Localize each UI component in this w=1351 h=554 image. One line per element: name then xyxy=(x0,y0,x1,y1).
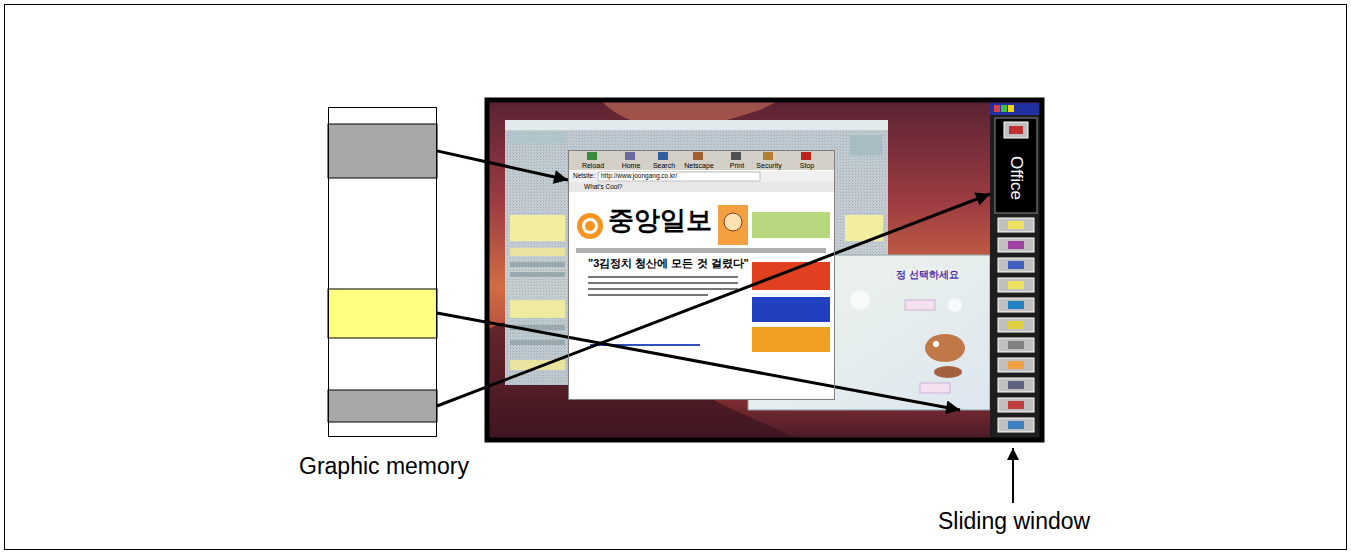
text-slot: 정 선택하세요 xyxy=(895,269,960,281)
sliding-window-bar: Office xyxy=(990,103,1042,440)
toolbar-label: Home xyxy=(621,162,642,169)
graphic-memory: Graphic memory xyxy=(328,107,437,437)
arrow-connector xyxy=(437,313,960,410)
text-slot: Netsite: xyxy=(572,172,596,179)
memory-bands xyxy=(328,107,437,437)
screen-frame xyxy=(487,100,1042,440)
toolbar-label: Security xyxy=(755,162,782,169)
toolbar-label: Search xyxy=(652,162,676,169)
screen-picture xyxy=(487,100,1042,440)
text-slot: Security xyxy=(755,162,782,170)
leader-arrow xyxy=(1012,448,1014,503)
text-slot: Print xyxy=(729,162,745,170)
memory-caption: Graphic memory xyxy=(298,453,470,479)
toolbar-label: Netscape xyxy=(683,162,715,169)
text-slot: Sliding window xyxy=(937,508,1091,534)
text-slot: "3김정치 청산에 모든 것 걸렸다" xyxy=(587,257,750,270)
toolbar-label: Reload xyxy=(581,162,605,169)
text-slot: 중앙일보 xyxy=(607,206,713,236)
link-button: What's Cool? xyxy=(583,183,623,190)
toolbar-label: Print xyxy=(729,162,745,169)
figure-frame xyxy=(5,5,1347,550)
window-text: 정 선택하세요 xyxy=(895,269,960,280)
text-slot: What's Cool? xyxy=(583,183,623,190)
address-url: http://www.joongang.co.kr/ xyxy=(600,172,678,179)
text-slot: Home xyxy=(621,162,642,170)
text-slot: Office xyxy=(1006,155,1026,201)
newspaper-logo: 중앙일보 xyxy=(607,205,713,235)
browser-window: Reload Home Search Netscape Print Security Sto… xyxy=(568,150,835,400)
callout-label: Sliding window xyxy=(937,508,1091,534)
text-slot: Netscape xyxy=(683,162,715,170)
arrow-connector xyxy=(437,151,568,180)
office-label: Office xyxy=(1007,155,1026,201)
text-slot: Search xyxy=(652,162,676,170)
arrow-connector xyxy=(437,194,990,406)
headline: "3김정치 청산에 모든 것 걸렸다" xyxy=(587,257,750,269)
text-slot: http://www.joongang.co.kr/ xyxy=(600,172,678,179)
address-label: Netsite: xyxy=(572,172,596,179)
text-slot: Reload xyxy=(581,162,605,170)
text-slot: Stop xyxy=(799,162,815,170)
app-window: 정 선택하세요 xyxy=(748,255,990,410)
taskbar-picture xyxy=(990,103,1042,440)
toolbar-label: Stop xyxy=(799,162,815,169)
text-slot: Graphic memory xyxy=(298,453,470,479)
